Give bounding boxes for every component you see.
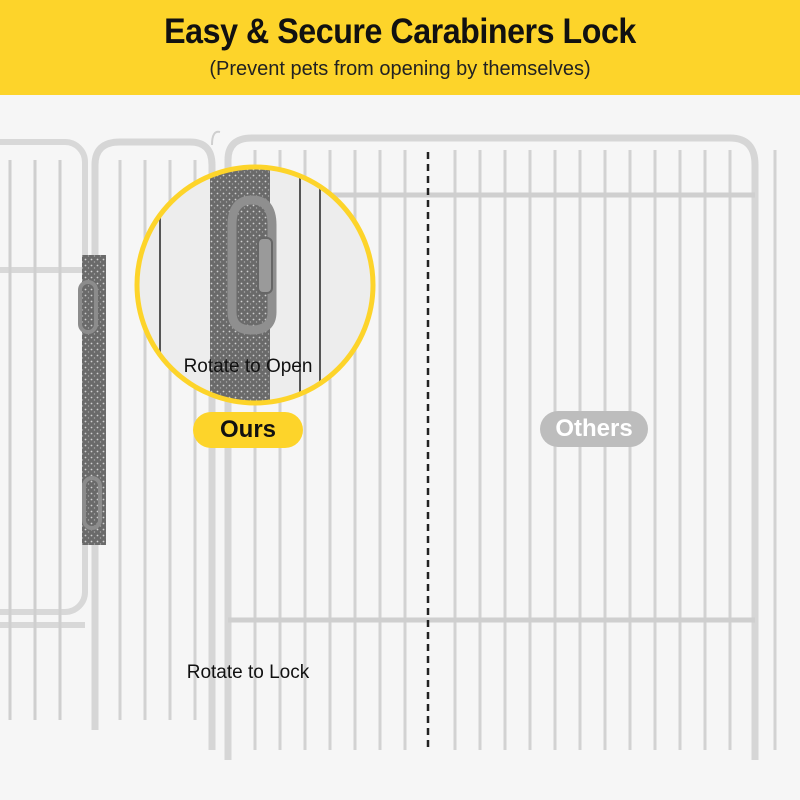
zoom-circle-open <box>134 164 376 406</box>
rotate-lock-caption: Rotate to Lock <box>186 662 310 683</box>
page-subtitle: (Prevent pets from opening by themselves… <box>209 58 591 80</box>
product-illustration <box>0 95 800 800</box>
others-label: Others <box>540 411 648 447</box>
rotate-open-caption: Rotate to Open <box>183 356 313 377</box>
ours-label: Ours <box>193 412 303 448</box>
carabiner-icon <box>227 195 277 335</box>
page-title: Easy & Secure Carabiners Lock <box>164 12 636 51</box>
header-banner: Easy & Secure Carabiners Lock (Prevent p… <box>0 0 800 95</box>
